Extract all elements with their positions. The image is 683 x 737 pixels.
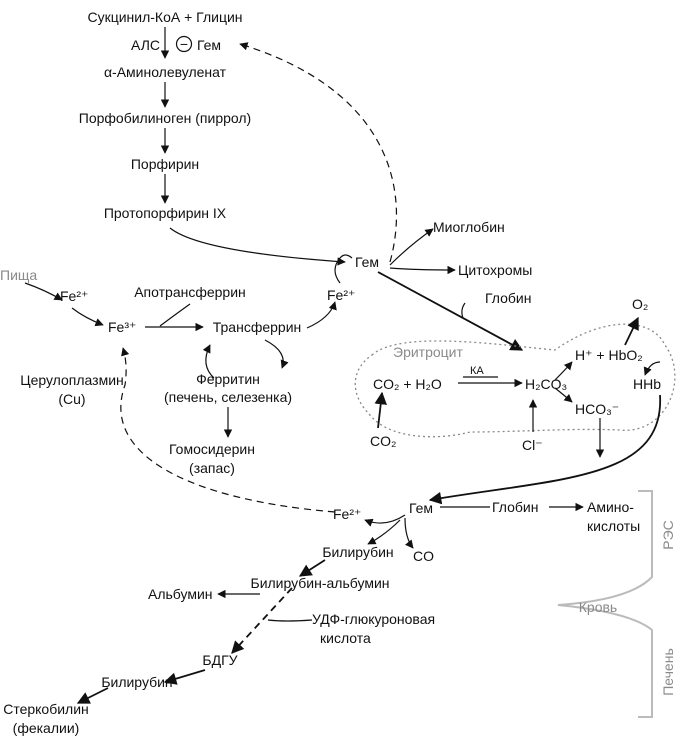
label-bilirubin: Билирубин <box>322 544 393 560</box>
label-apotransferrin: Апотрансферрин <box>134 284 246 300</box>
label-fe2-degradation: Fe²⁺ <box>333 506 361 522</box>
label-als-enzyme: АЛС <box>131 37 160 53</box>
label-ka: КА <box>470 365 484 377</box>
label-erythrocyte: Эритроцит <box>393 344 463 360</box>
label-fe3: Fe³⁺ <box>108 319 136 335</box>
label-blood: Кровь <box>579 599 617 615</box>
arrow-heme-to-bilirubin <box>367 519 401 545</box>
label-hemosiderin: Гомосидерин <box>169 441 255 457</box>
label-ala: α-Аминолевуленат <box>104 64 227 80</box>
labels: Сукцинил-КоА + Глицин АЛС − Гем α-Аминол… <box>0 9 676 736</box>
label-h-hbo2: H⁺ + HbO₂ <box>575 347 643 363</box>
label-co2-h2o: CO₂ + H₂O <box>373 376 442 392</box>
label-ceruloplasmin: Церулоплазмин <box>20 372 124 388</box>
arrow-heme-to-co <box>404 517 414 549</box>
label-co: CO <box>413 548 434 564</box>
synthesis-arrows <box>160 27 346 266</box>
arrow-bdgu-to-bilirubin <box>163 669 206 685</box>
arrow-h2co3-to-h <box>554 361 573 381</box>
label-o2: O₂ <box>632 296 648 312</box>
arrow-co2-into-erythrocyte <box>374 391 387 429</box>
arrow-transferrin-to-ferritin <box>264 339 289 369</box>
label-hco3: HCO₃⁻ <box>575 401 619 417</box>
heme-hub-arrows <box>377 228 524 351</box>
label-cl: Cl⁻ <box>522 437 543 453</box>
label-inhibitor-heme: Гем <box>197 37 221 53</box>
label-stercobilin-2: (фекалии) <box>13 720 80 736</box>
arrow-o2-release <box>624 316 639 346</box>
feedback-inhibition-arrow <box>239 42 398 263</box>
label-res: РЭС <box>660 520 676 550</box>
arrow-heme-to-erythrocyte <box>377 271 524 351</box>
arrow-bilirubin-to-complex <box>298 559 326 577</box>
arrow-complex-to-bdgu <box>231 587 293 654</box>
arrow-hbo2-to-hhb <box>643 361 661 376</box>
label-bilirubin-2: Билирубин <box>101 674 172 690</box>
label-globin-hub: Глобин <box>485 290 531 306</box>
label-albumin: Альбумин <box>148 586 213 602</box>
label-globin-degradation: Глобин <box>492 499 538 515</box>
label-h2co3: H₂CO₃ <box>525 376 567 392</box>
arrow-food-to-fe2 <box>24 282 63 301</box>
label-inhibition-sign: − <box>180 36 188 52</box>
label-amino-2: кислоты <box>587 518 640 534</box>
arrow-heme-to-cytochromes <box>389 265 456 275</box>
compartment-brace <box>557 490 653 718</box>
label-porphyrin: Порфирин <box>131 156 199 172</box>
label-ferritin-location: (печень, селезенка) <box>164 389 292 405</box>
label-co2-in: CO₂ <box>370 433 396 449</box>
label-substrates: Сукцинил-КоА + Глицин <box>87 9 242 25</box>
inhibition-circle <box>175 35 193 53</box>
fe2-incorporation-curve <box>334 254 353 284</box>
label-bilirubin-albumin: Билирубин-альбумин <box>251 575 390 591</box>
label-protoporphyrin: Протопорфирин IX <box>104 205 227 221</box>
label-transferrin: Трансферрин <box>213 319 302 335</box>
label-udp-1: УДФ-глюкуроновая <box>312 611 435 627</box>
label-stercobilin-1: Стеркобилин <box>3 701 89 717</box>
label-food: Пища <box>0 267 37 283</box>
arrow-bilirubin-to-stercobilin <box>76 687 109 704</box>
label-liver: Печень <box>660 648 676 696</box>
label-porphobilinogen: Порфобилиноген (пиррол) <box>79 110 251 126</box>
degradation-arrows <box>76 502 584 704</box>
label-udp-2: кислота <box>320 630 371 646</box>
arrow-hhb-to-heme <box>428 394 661 505</box>
label-cu: (Cu) <box>58 391 85 407</box>
iron-arrows <box>24 254 353 513</box>
erythrocyte-arrows <box>374 316 661 505</box>
arrow-fe2-to-fe3 <box>71 307 104 327</box>
arrow-h2co3-to-hco3 <box>554 387 573 403</box>
label-myoglobin: Миоглобин <box>433 219 505 235</box>
label-cytochromes: Цитохромы <box>458 262 532 278</box>
erythrocyte-outline <box>354 323 676 438</box>
label-heme-hub: Гем <box>355 254 379 270</box>
label-amino-1: Амино- <box>587 499 634 515</box>
label-fe2-heme: Fe²⁺ <box>327 287 355 303</box>
label-storage: (запас) <box>189 460 235 476</box>
udp-join-line <box>267 619 313 622</box>
label-bdgu: БДГУ <box>202 652 237 668</box>
label-ferritin: Ферритин <box>196 371 260 387</box>
arrow-heme-to-myoglobin <box>389 228 434 266</box>
arrow-ferritin-to-transferrin <box>202 344 215 379</box>
label-fe2-food: Fe²⁺ <box>60 288 88 304</box>
iron-recycling-dashed-arrow <box>120 347 336 513</box>
label-hhb: HHb <box>633 376 661 392</box>
label-heme-degradation: Гем <box>409 500 433 516</box>
globin-join-line <box>461 302 466 319</box>
apotransferrin-join-line <box>159 303 191 327</box>
arrow-transferrin-to-fe2 <box>306 301 337 329</box>
arrow-heme-to-fe2 <box>364 514 406 527</box>
arrow-protoporphyrin-to-heme <box>169 227 346 266</box>
